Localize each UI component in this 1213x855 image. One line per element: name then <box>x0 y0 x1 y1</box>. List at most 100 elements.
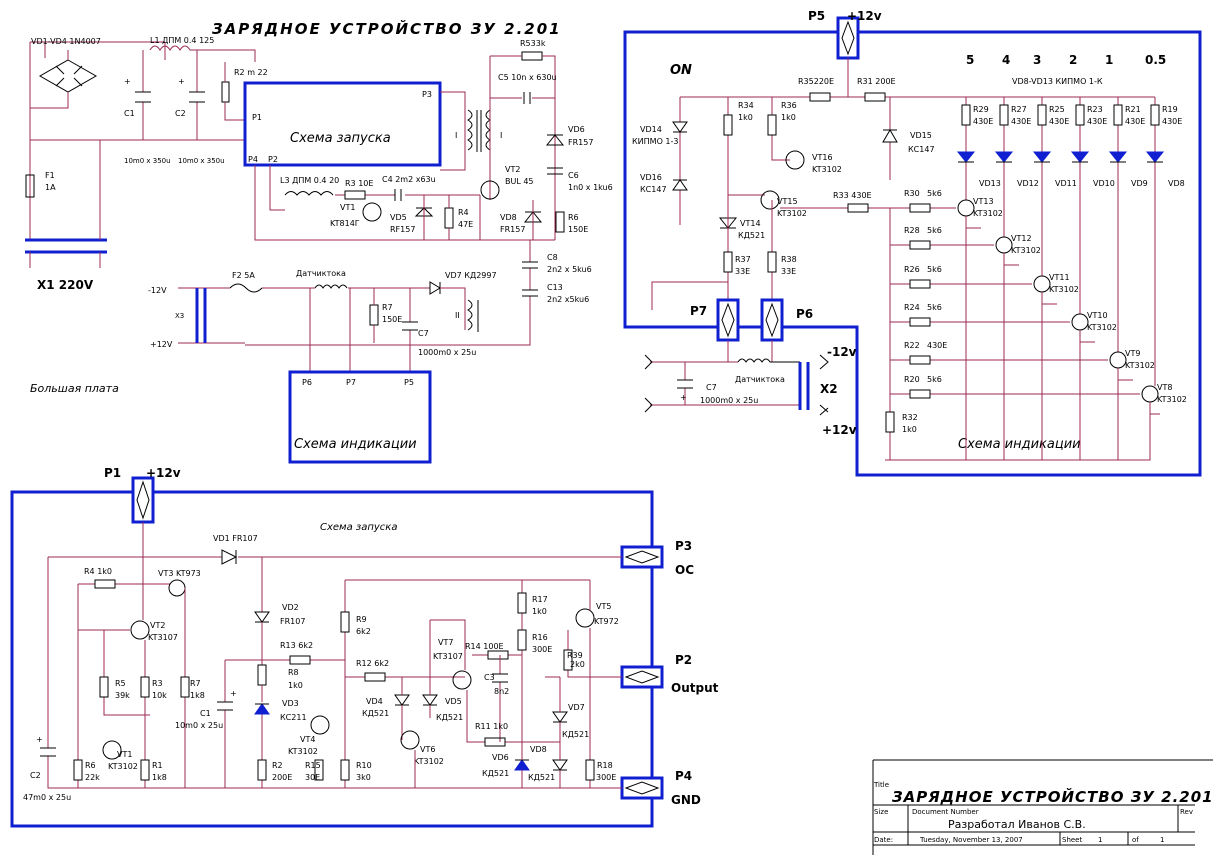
led-resistor-val-5: 430E <box>1162 117 1182 126</box>
base-resistor-name-3: R24 <box>904 303 920 312</box>
p3-name: OC <box>675 563 694 577</box>
label-c13-val: 2n2 x5ku6 <box>547 295 589 304</box>
transistor-name-3: VT10 <box>1087 311 1108 320</box>
tb-of-field: of <box>1132 836 1139 844</box>
label-sensor-ind: Датчиктока <box>735 375 785 384</box>
svg-text:+: + <box>36 735 43 744</box>
p4-name: GND <box>671 793 701 807</box>
svg-text:+: + <box>124 77 131 86</box>
level-2: 2 <box>1069 53 1077 67</box>
p2-name: Output <box>671 681 719 695</box>
label-vt5: VT5 <box>596 602 611 611</box>
level-4: 4 <box>1002 53 1010 67</box>
label-r2-start: R2 <box>272 761 283 770</box>
level-5: 5 <box>966 53 974 67</box>
label-plus12: +12V <box>150 340 173 349</box>
label-r36: R36 <box>781 101 797 110</box>
label-r2: R2 m 22 <box>234 68 268 77</box>
label-r15: R15 <box>305 761 321 770</box>
label-f1-val: 1A <box>45 183 56 192</box>
main-title: ЗАРЯДНОЕ УСТРОЙСТВО ЗУ 2.201 <box>212 19 562 38</box>
base-resistor-name-1: R28 <box>904 226 920 235</box>
label-r10-val: 3k0 <box>356 773 371 782</box>
ind-p6: P6 <box>302 378 312 387</box>
label-r1-start-val: 1k8 <box>152 773 167 782</box>
label-r7-val: 150E <box>382 315 402 324</box>
transistor-type-3: KT3102 <box>1087 323 1117 332</box>
label-r7: R7 <box>382 303 393 312</box>
label-c2: C2 <box>175 109 186 118</box>
led-icon-5 <box>1145 151 1165 163</box>
label-vt15-val: KT3102 <box>777 209 807 218</box>
label-r4: R4 <box>458 208 469 217</box>
start-p2: P2 <box>268 155 278 164</box>
label-r16-val: 300E <box>532 645 552 654</box>
label-r6: R6 <box>568 213 579 222</box>
label-r1-start: R1 <box>152 761 163 770</box>
led-resistor-name-3: R23 <box>1087 105 1103 114</box>
label-sensor: Датчиктока <box>296 269 346 278</box>
ladder-base-resistor-1 <box>909 240 931 250</box>
label-x2: X2 <box>820 382 838 396</box>
label-vd1-start: VD1 FR107 <box>213 534 258 543</box>
transistor-name-0: VT13 <box>973 197 994 206</box>
label-vt1-start-val: KT3102 <box>108 762 138 771</box>
label-r35: R35220E <box>798 77 834 86</box>
indication-block-label: Схема индикации <box>294 437 417 452</box>
label-r39-val: 2k0 <box>570 660 585 669</box>
label-c3-val: 8n2 <box>494 687 509 696</box>
label-r39: R39 <box>567 651 583 660</box>
label-r36-val: 1k0 <box>781 113 796 122</box>
label-vt3: VT3 KT973 <box>158 569 201 578</box>
svg-text:I: I <box>500 131 502 140</box>
label-r16: R16 <box>532 633 548 642</box>
ladder-led-resistor-0 <box>961 104 971 126</box>
label-minus12: -12V <box>148 286 167 295</box>
base-resistor-name-5: R20 <box>904 375 920 384</box>
base-resistor-val-5: 5k6 <box>927 375 942 384</box>
label-r37: R37 <box>735 255 751 264</box>
label-vd7: VD7 КД2997 <box>445 271 497 280</box>
p5-voltage: +12v <box>847 9 882 23</box>
label-vd2: VD2 <box>282 603 299 612</box>
label-r5-start: R5 <box>115 679 126 688</box>
tb-title-field: Title <box>873 781 889 789</box>
label-r8: R8 <box>288 668 299 677</box>
indication-circuit: P5 +12v ON R35220E R31 200E 5 4 3 2 1 0.… <box>623 9 1202 477</box>
ladder-transistor-2 <box>1033 275 1051 293</box>
label-vt6-val: KT3102 <box>414 757 444 766</box>
label-r2-start-val: 200E <box>272 773 292 782</box>
p6-label: P6 <box>796 307 813 321</box>
label-r15-val: 30E <box>305 773 320 782</box>
transistor-type-0: KT3102 <box>973 209 1003 218</box>
label-r32: R32 <box>902 413 918 422</box>
label-vd5-start-val: КД521 <box>436 713 463 722</box>
label-vd7-start-val: КД521 <box>562 730 589 739</box>
led-icon-2 <box>1032 151 1052 163</box>
level-1: 1 <box>1105 53 1113 67</box>
tb-sheet-field: Sheet <box>1062 836 1082 844</box>
level-05: 0.5 <box>1145 53 1166 67</box>
label-c1-start: C1 <box>200 709 211 718</box>
label-c1-val: 10m0 x 350u <box>124 157 171 165</box>
led-icon-3 <box>1070 151 1090 163</box>
transistor-name-5: VT8 <box>1157 383 1172 392</box>
label-c2-start-val: 47m0 x 25u <box>23 793 71 802</box>
label-x1: X1 220V <box>37 278 94 292</box>
label-plus12v: +12v <box>822 423 857 437</box>
label-vd2-val: FR107 <box>280 617 305 626</box>
label-vt2: VT2 <box>505 165 520 174</box>
label-c1-start-val: 10m0 x 25u <box>175 721 223 730</box>
label-r11: R11 1k0 <box>475 722 508 731</box>
base-resistor-val-3: 5k6 <box>927 303 942 312</box>
ladder-base-resistor-3 <box>909 317 931 327</box>
transistor-type-4: KT3102 <box>1125 361 1155 370</box>
label-r37-val: 33E <box>735 267 750 276</box>
label-r38: R38 <box>781 255 797 264</box>
label-vd8-start-val: КД521 <box>528 773 555 782</box>
label-vt16-val: KT3102 <box>812 165 842 174</box>
label-vd14: VD14 <box>640 125 662 134</box>
label-r9-val: 6k2 <box>356 627 371 636</box>
label-vd15-val: КС147 <box>908 145 935 154</box>
start-circuit-label: Схема запуска <box>320 522 397 533</box>
